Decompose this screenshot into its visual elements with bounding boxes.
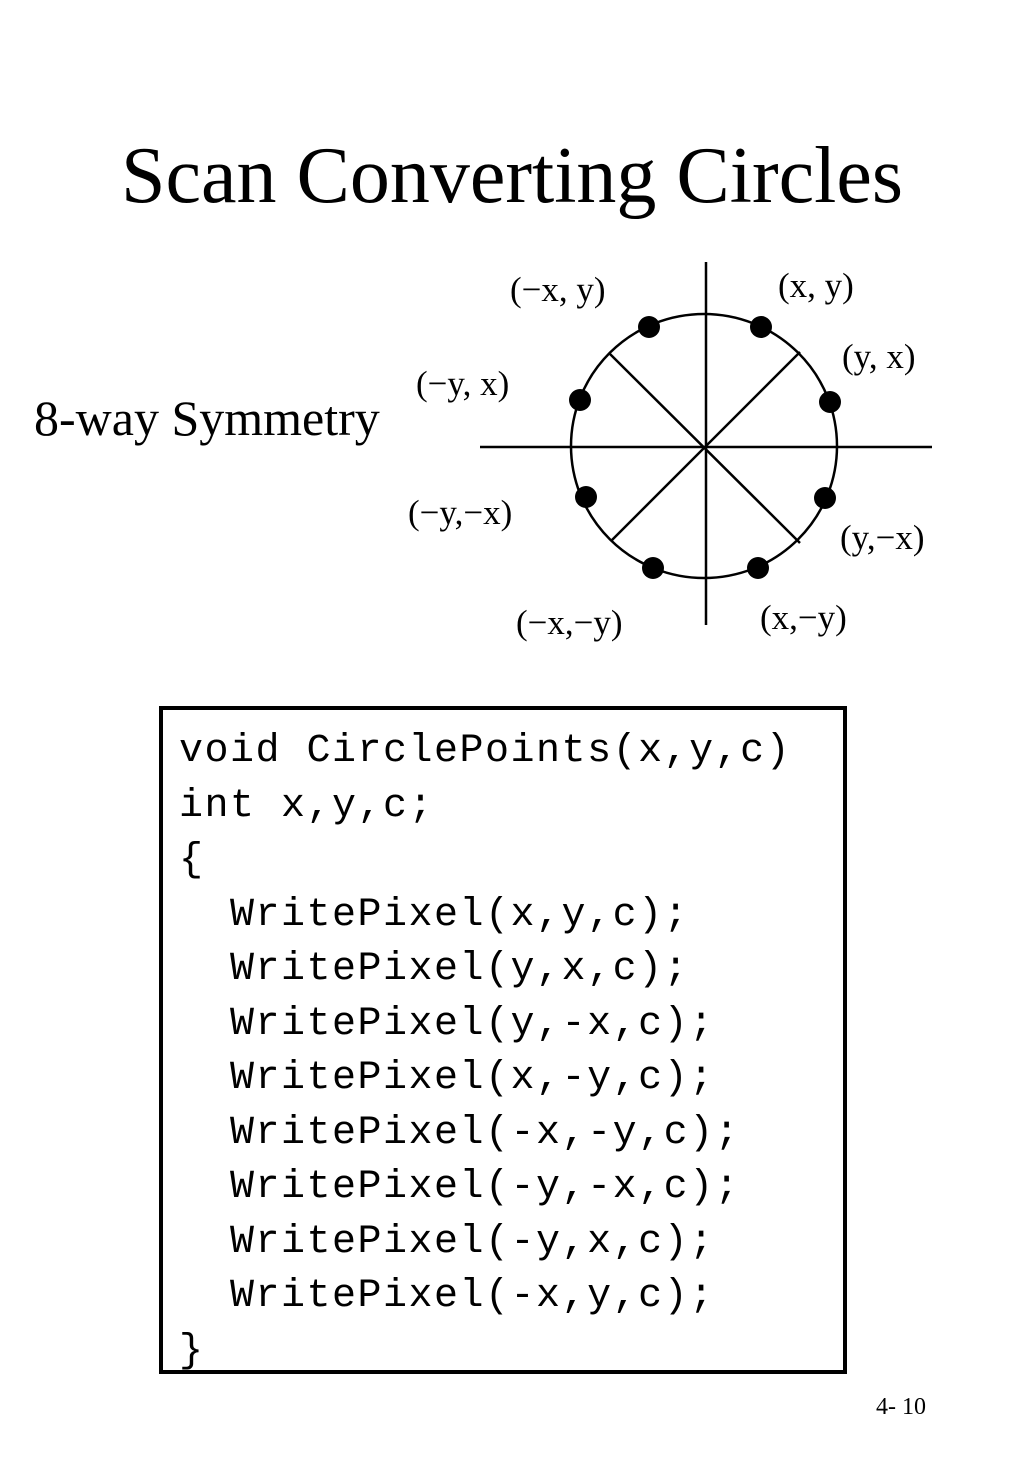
point-negy-negx (575, 486, 597, 508)
label-y-x: (y, x) (842, 337, 916, 376)
point-x-negy (747, 557, 769, 579)
symmetry-diagram: (x, y) (y, x) (y,−x) (x,−y) (−x,−y) (−y,… (408, 262, 932, 642)
circle-outline (569, 312, 839, 580)
point-negy-x (569, 389, 591, 411)
code-line: WritePixel(-x,y,c); (179, 1274, 715, 1319)
label-negy-x: (−y, x) (416, 364, 509, 403)
label-x-y: (x, y) (778, 266, 854, 305)
point-x-y (750, 316, 772, 338)
point-negx-negy (642, 557, 664, 579)
symmetry-heading: 8-way Symmetry (34, 390, 380, 446)
code-line: void CirclePoints(x,y,c) (179, 729, 792, 774)
code-line: WritePixel(-x,-y,c); (179, 1111, 741, 1156)
code-line: { (179, 838, 205, 883)
code-line: WritePixel(-y,-x,c); (179, 1165, 741, 1210)
code-line: WritePixel(y,-x,c); (179, 1002, 715, 1047)
point-y-negx (814, 487, 836, 509)
point-y-x (819, 391, 841, 413)
label-negx-y: (−x, y) (510, 270, 606, 309)
code-line: int x,y,c; (179, 784, 435, 829)
code-line: WritePixel(x,y,c); (179, 893, 690, 938)
label-negx-negy: (−x,−y) (516, 603, 623, 642)
code-line: } (179, 1329, 205, 1374)
label-x-negy: (x,−y) (760, 598, 847, 637)
diagonal-line-rising (611, 351, 801, 541)
code-line: WritePixel(x,-y,c); (179, 1056, 715, 1101)
diagonal-line-falling (609, 353, 801, 544)
slide-title: Scan Converting Circles (120, 132, 904, 220)
page-number: 4- 10 (876, 1394, 926, 1420)
code-listing: void CirclePoints(x,y,c) int x,y,c; { Wr… (159, 706, 847, 1374)
point-negx-y (638, 316, 660, 338)
label-y-negx: (y,−x) (840, 518, 925, 557)
label-negy-negx: (−y,−x) (408, 493, 512, 532)
code-line: WritePixel(-y,x,c); (179, 1220, 715, 1265)
code-line: WritePixel(y,x,c); (179, 947, 690, 992)
